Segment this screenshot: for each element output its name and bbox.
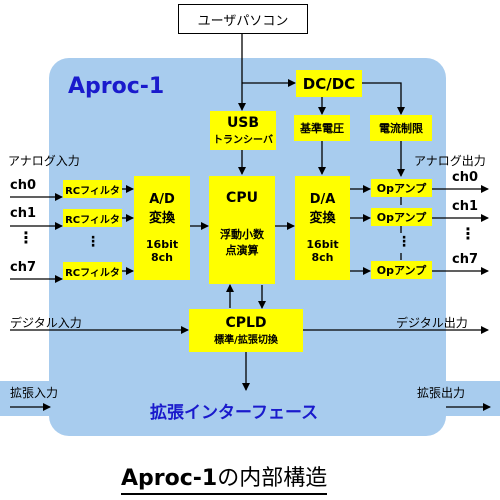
rc-filter-block: RCフィルタ xyxy=(63,209,122,227)
opamp-block: Opアンプ xyxy=(371,179,432,197)
opamp-ellipsis: ⋮ xyxy=(397,234,411,250)
user-pc-box: ユーザパソコン xyxy=(178,4,308,34)
dcdc-label: DC/DC xyxy=(302,74,356,93)
cpld-subtitle: 標準/拡張切換 xyxy=(214,335,278,346)
ad-channels: 8ch xyxy=(150,251,173,264)
opamp-label: Opアンプ xyxy=(376,211,427,224)
reference-voltage-label: 基準電圧 xyxy=(300,122,344,135)
ad-title: A/D xyxy=(149,192,175,207)
rc-filter-ellipsis: ⋮ xyxy=(86,234,100,250)
usb-label: USB xyxy=(226,115,260,131)
cpld-block: CPLD 標準/拡張切換 xyxy=(189,309,303,352)
da-converter-block: D/A 変換 16bit 8ch xyxy=(295,176,350,280)
output-channel-0: ch0 xyxy=(452,170,479,185)
rc-filter-block: RCフィルタ xyxy=(63,180,122,198)
opamp-block: Opアンプ xyxy=(371,261,432,279)
output-channel-ellipsis: ⋮ xyxy=(460,224,476,243)
digital-input-label: デジタル入力 xyxy=(10,316,82,330)
cpu-title: CPU xyxy=(226,190,258,206)
da-title: D/A xyxy=(309,192,336,207)
input-channel-0: ch0 xyxy=(10,178,37,193)
usb-sublabel: トランシーバ xyxy=(213,135,273,146)
rc-filter-label: RCフィルタ xyxy=(65,267,120,279)
opamp-label: Opアンプ xyxy=(376,264,427,277)
ad-converter-block: A/D 変換 16bit 8ch xyxy=(134,176,190,280)
expansion-band xyxy=(0,381,500,416)
dcdc-block: DC/DC xyxy=(296,70,362,97)
diagram-title-main: Aproc-1 xyxy=(121,466,218,491)
cpld-title: CPLD xyxy=(225,315,267,331)
output-channel-7: ch7 xyxy=(452,252,479,267)
analog-input-label: アナログ入力 xyxy=(8,154,80,168)
da-channels: 8ch xyxy=(311,251,334,264)
current-limit-block: 電流制限 xyxy=(370,115,432,141)
user-pc-label: ユーザパソコン xyxy=(197,13,289,29)
opamp-block: Opアンプ xyxy=(371,208,432,226)
opamp-label: Opアンプ xyxy=(376,182,427,195)
input-channel-7: ch7 xyxy=(10,260,37,275)
input-channel-ellipsis: ⋮ xyxy=(18,228,34,247)
ad-resolution: 16bit xyxy=(145,238,179,251)
output-channel-1: ch1 xyxy=(452,199,479,214)
cpu-block: CPU 浮動小数 点演算 xyxy=(209,176,275,284)
diagram-title-suffix: の内部構造 xyxy=(217,466,328,491)
digital-output-label: デジタル出力 xyxy=(396,316,468,330)
current-limit-label: 電流制限 xyxy=(379,122,423,135)
rc-filter-label: RCフィルタ xyxy=(65,214,120,226)
analog-output-label: アナログ出力 xyxy=(414,154,486,168)
usb-transceiver-block: USB トランシーバ xyxy=(210,111,276,150)
da-subtitle: 変換 xyxy=(309,211,336,226)
ad-subtitle: 変換 xyxy=(148,211,175,226)
expansion-output-label: 拡張出力 xyxy=(417,386,466,400)
expansion-interface-label: 拡張インターフェース xyxy=(150,403,319,423)
rc-filter-block: RCフィルタ xyxy=(63,262,122,280)
reference-voltage-block: 基準電圧 xyxy=(294,115,350,141)
cpu-feature-line1: 浮動小数 xyxy=(220,228,264,241)
da-resolution: 16bit xyxy=(306,238,339,251)
expansion-input-label: 拡張入力 xyxy=(10,386,59,400)
diagram-title: Aproc-1の内部構造 xyxy=(121,460,328,495)
board-brand-label: Aproc-1 xyxy=(68,74,165,99)
cpu-feature-line2: 点演算 xyxy=(225,244,259,257)
input-channel-1: ch1 xyxy=(10,206,37,221)
rc-filter-label: RCフィルタ xyxy=(65,185,120,197)
